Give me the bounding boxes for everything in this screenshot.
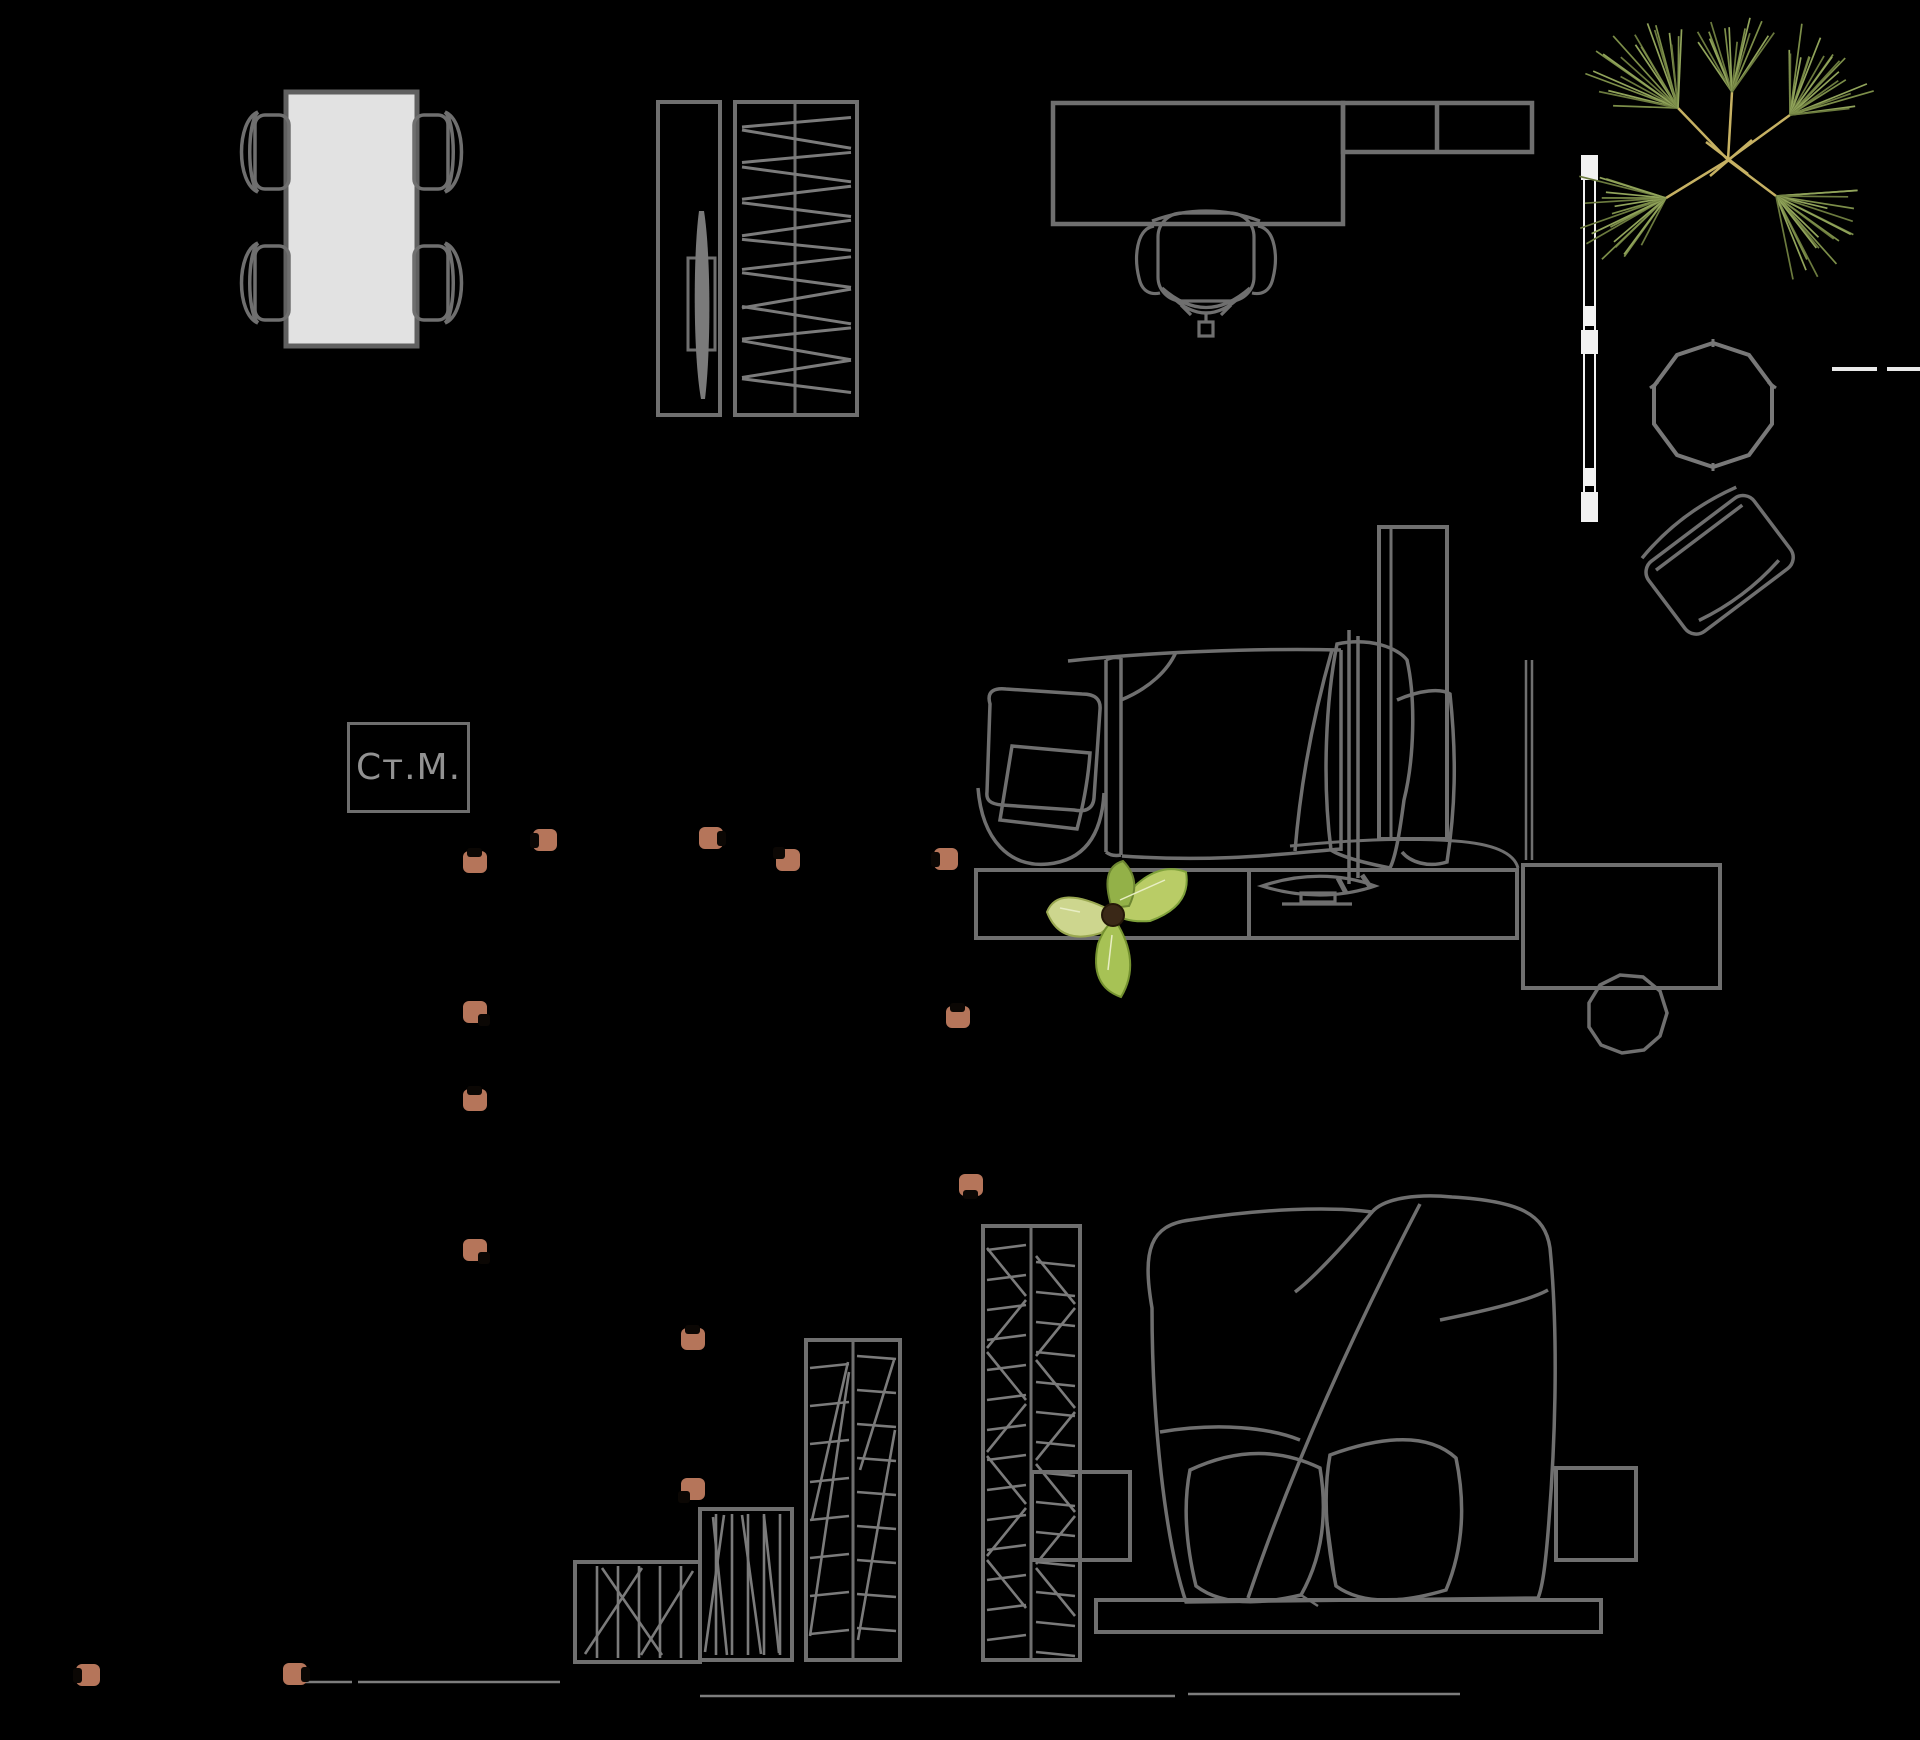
power-socket: [283, 1663, 310, 1685]
socket-notch: [717, 831, 726, 846]
blanket-fold: [1439, 1288, 1549, 1322]
side-table: [1030, 1470, 1132, 1562]
blanket-fold: [1120, 651, 1178, 702]
tall-bookshelf: [981, 1224, 1082, 1662]
blanket-fold: [1159, 1425, 1301, 1442]
blanket-fold: [1246, 1203, 1422, 1599]
shelf-hatch: [808, 1354, 897, 1641]
socket-notch: [685, 1325, 700, 1334]
socket-notch: [73, 1668, 82, 1683]
washing-machine-slot: Ст.М.: [347, 722, 470, 813]
stool: [1587, 973, 1669, 1055]
lounge-armchair: [1640, 485, 1795, 636]
power-socket: [699, 827, 726, 849]
socket-notch: [530, 833, 539, 848]
sofa-pillow: [1184, 1451, 1326, 1604]
socket-notch: [478, 1252, 490, 1264]
washing-machine-label: Ст.М.: [355, 747, 462, 788]
power-socket: [946, 1003, 970, 1028]
palm-plant: [1579, 17, 1874, 280]
power-socket: [530, 829, 557, 851]
power-socket: [678, 1478, 705, 1503]
sofa-bed: [1030, 1194, 1638, 1634]
headboard: [1347, 630, 1360, 884]
round-table: [1649, 339, 1777, 471]
dining-table: [283, 89, 420, 349]
radiator: [1581, 155, 1598, 522]
wall-line: [305, 1680, 1460, 1698]
door-leaf: [694, 211, 710, 399]
hanging-wardrobe: [733, 100, 859, 417]
power-socket: [463, 848, 487, 873]
mid-bookshelf: [804, 1338, 902, 1662]
dining-set: [239, 89, 464, 349]
power-socket: [931, 848, 958, 870]
single-bed: [1067, 630, 1457, 895]
socket-notch: [467, 1086, 482, 1095]
bed-pillow: [1324, 640, 1415, 870]
bed-pillow: [1396, 688, 1457, 867]
power-socket: [463, 1239, 490, 1264]
power-socket: [463, 1001, 490, 1026]
socket-notch: [678, 1491, 690, 1503]
bedside-chair: [976, 687, 1106, 867]
book-bin: [573, 1560, 702, 1664]
power-socket: [681, 1325, 705, 1350]
low-bookshelf: [698, 1507, 794, 1662]
shelf-hatch: [985, 1243, 1077, 1658]
power-socket: [73, 1664, 100, 1686]
tv-console: [974, 868, 1519, 940]
socket-notch: [931, 852, 940, 867]
side-table: [1554, 1466, 1638, 1562]
blanket-fold: [1293, 1210, 1374, 1294]
socket-notch: [301, 1667, 310, 1682]
socket-notch: [773, 847, 785, 859]
power-socket: [959, 1174, 983, 1199]
shelf-hatch: [703, 1514, 782, 1656]
dining-chair: [412, 241, 464, 325]
blanket-fold: [1293, 649, 1334, 852]
socket-notch: [478, 1014, 490, 1026]
sliding-door-cabinet: [656, 100, 722, 417]
dining-chair: [239, 110, 291, 194]
office-chair: [1135, 209, 1277, 338]
sofa-pillow: [1324, 1438, 1464, 1602]
sofa-platform: [1094, 1598, 1603, 1634]
socket-notch: [950, 1003, 965, 1012]
dining-chair: [412, 110, 464, 194]
shelf-hatch: [583, 1566, 695, 1658]
bedside-wardrobe: [1289, 525, 1534, 869]
dining-chair: [239, 241, 291, 325]
power-socket: [773, 847, 800, 871]
power-socket: [463, 1086, 487, 1111]
tv: [1256, 874, 1380, 906]
socket-notch: [963, 1190, 978, 1199]
hanging-clothes-hatch: [741, 116, 852, 394]
work-desk: [1050, 100, 1535, 227]
potted-plant: [1045, 859, 1188, 999]
side-desk: [1521, 863, 1722, 990]
socket-notch: [467, 848, 482, 857]
